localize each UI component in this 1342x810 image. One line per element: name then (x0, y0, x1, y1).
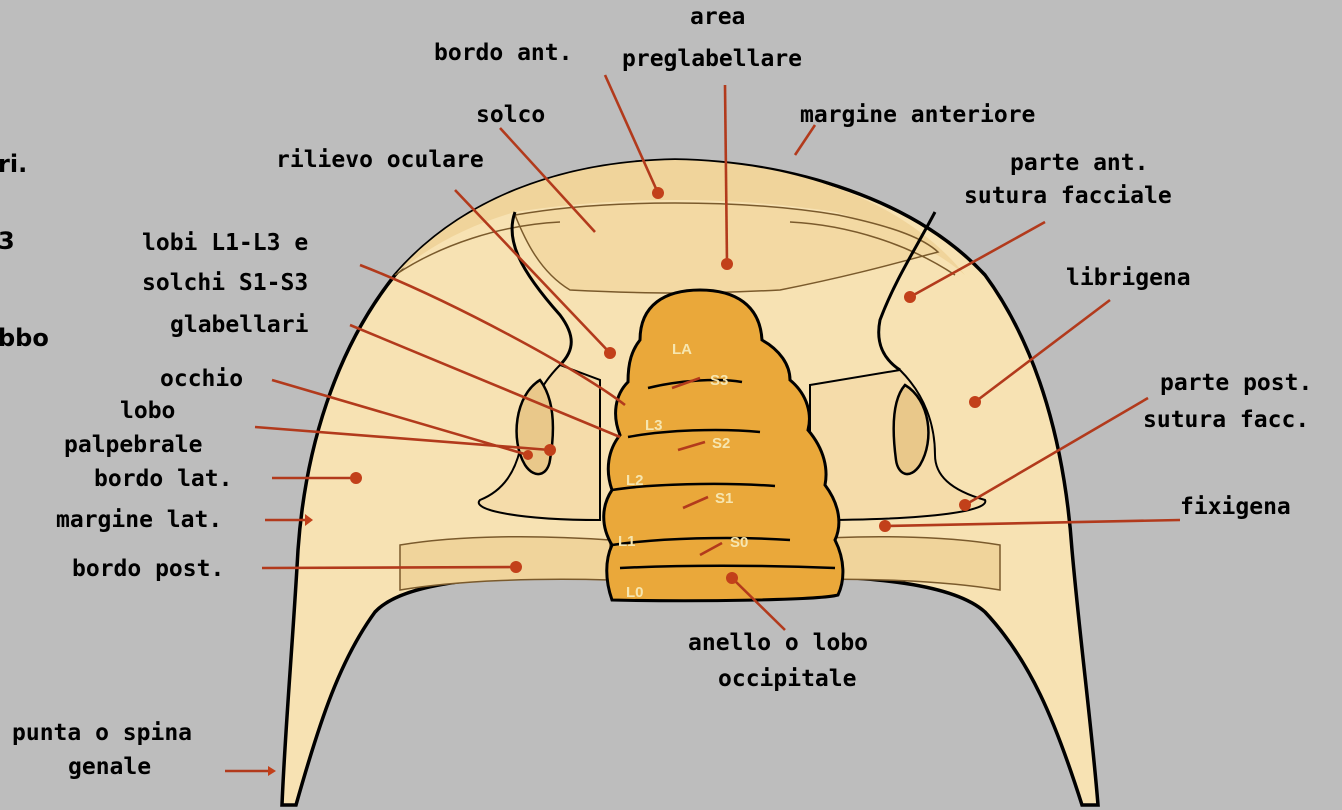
label-solchi-s1-s3: solchi S1-S3 (142, 270, 308, 296)
label-genale: genale (68, 754, 151, 780)
label-solco: solco (476, 102, 545, 128)
cephalon: LA S3 L3 S2 L2 S1 L1 S0 L0 (282, 160, 1098, 805)
label-lobo: lobo (120, 398, 175, 424)
glabella-label-l2: L2 (626, 472, 644, 489)
label-sutura-facc: sutura facc. (1143, 407, 1309, 433)
glabella-label-s3: S3 (710, 372, 728, 389)
label-rilievo-oculare: rilievo oculare (276, 147, 484, 173)
label-sutura-facciale: sutura facciale (964, 183, 1172, 209)
glabella-label-s1: S1 (715, 490, 733, 507)
label-margine-lat: margine lat. (56, 507, 222, 533)
label-bordo-ant: bordo ant. (434, 40, 572, 66)
edge-text-2: 3 (0, 227, 15, 255)
label-lobi-l1-l3: lobi L1-L3 e (142, 230, 308, 256)
label-palpebrale: palpebrale (64, 432, 202, 458)
label-bordo-post: bordo post. (72, 556, 224, 582)
glabella-label-l0: L0 (626, 584, 644, 601)
label-anello-o-lobo: anello o lobo (688, 630, 868, 656)
label-librigena: librigena (1066, 265, 1191, 291)
label-area: area (690, 4, 745, 30)
glabella-label-la: LA (672, 341, 692, 358)
label-glabellari: glabellari (170, 312, 309, 338)
glabella-label-s0: S0 (730, 534, 748, 551)
label-parte-post: parte post. (1160, 370, 1312, 396)
label-fixigena: fixigena (1180, 494, 1291, 520)
glabella-label-l3: L3 (645, 417, 663, 434)
label-punta-o-spina: punta o spina (12, 720, 192, 746)
label-occipitale: occipitale (718, 666, 856, 692)
glabella-label-s2: S2 (712, 435, 730, 452)
edge-text-3: bbo (0, 324, 49, 352)
edge-text-1: ri. (0, 150, 27, 178)
label-parte-ant: parte ant. (1010, 150, 1148, 176)
label-preglabellare: preglabellare (622, 46, 802, 72)
label-margine-anteriore: margine anteriore (800, 102, 1035, 128)
label-bordo-lat: bordo lat. (94, 466, 232, 492)
glabella-label-l1: L1 (618, 533, 636, 550)
label-occhio: occhio (160, 366, 243, 392)
posterior-border (400, 537, 610, 590)
